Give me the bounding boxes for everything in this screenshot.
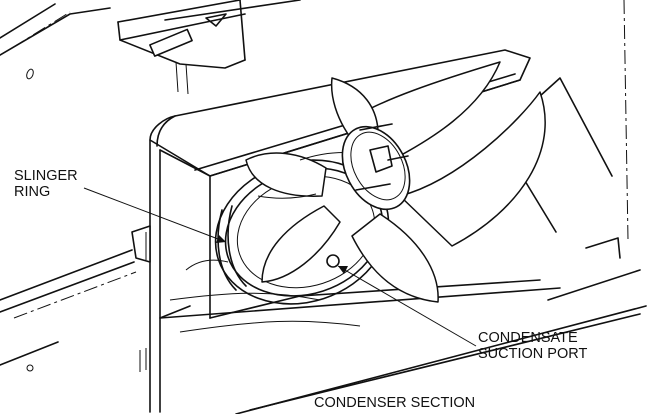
condensate-port-icon <box>326 254 340 268</box>
slinger-leader-arrow <box>216 235 226 243</box>
condensate-leader-arrow <box>338 266 348 274</box>
upper-panel <box>0 0 301 95</box>
fan-hub <box>341 123 411 211</box>
condensate-label-line1: CONDENSATE <box>478 330 578 346</box>
condensate-label-line2: SUCTION PORT <box>478 346 587 362</box>
slinger-ring-label-line1: SLINGER <box>14 168 78 184</box>
diagram-caption: CONDENSER SECTION <box>314 395 475 411</box>
slinger-ring-label-line2: RING <box>14 184 50 200</box>
slinger-leader-line <box>83 187 227 243</box>
condensate-leader-line <box>337 265 477 347</box>
lower-left-panel <box>0 249 147 372</box>
